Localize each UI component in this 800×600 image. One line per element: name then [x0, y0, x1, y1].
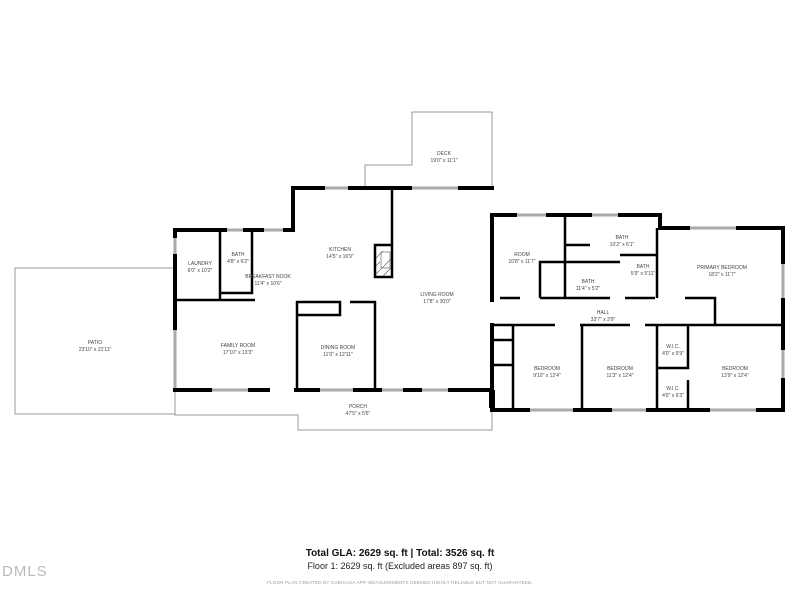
room-dim-primary-bedroom: 18'2" x 11'7" — [708, 272, 735, 278]
room-name-hall: HALL — [597, 310, 610, 316]
room-dim-breakfast-nook: 11'4" x 10'6" — [254, 281, 281, 287]
room-dim-wic-2: 4'0" x 6'3" — [662, 393, 684, 399]
room-dim-bath-3: 11'4" x 5'2" — [576, 286, 600, 292]
room-name-living-room: LIVING ROOM — [420, 292, 453, 298]
room-name-wic-1: W.I.C. — [666, 344, 680, 350]
floor-area: Floor 1: 2629 sq. ft (Excluded areas 897… — [307, 561, 493, 571]
disclaimer: FLOOR PLAN CREATED BY CUBICASA APP. MEAS… — [267, 580, 533, 585]
room-dim-living-room: 17'8" x 30'0" — [423, 299, 451, 305]
room-dim-bedroom-2: 11'3" x 12'4" — [606, 373, 633, 379]
room-name-deck: DECK — [437, 151, 452, 157]
room-dim-bath-4: 5'9" x 5'11" — [631, 271, 655, 277]
total-area: Total GLA: 2629 sq. ft | Total: 3526 sq.… — [305, 548, 495, 559]
room-name-bedroom-2: BEDROOM — [607, 366, 633, 372]
room-dim-kitchen: 14'5" x 16'9" — [326, 254, 354, 260]
room-name-bath-2: BATH — [616, 235, 629, 241]
room-name-bath-3: BATH — [582, 279, 595, 285]
windows — [173, 186, 785, 412]
room-dim-bedroom-1: 9'10" x 12'4" — [533, 373, 561, 379]
room-dim-family-room: 17'10" x 13'3" — [223, 350, 253, 356]
room-name-kitchen: KITCHEN — [329, 247, 351, 253]
room-dim-bath-2: 10'2" x 6'1" — [610, 242, 635, 248]
room-dim-wic-1: 4'0" x 5'9" — [662, 351, 684, 357]
room-dim-bedroom-3: 13'9" x 12'4" — [721, 373, 749, 379]
room-dim-porch: 47'5" x 5'6" — [346, 411, 371, 417]
walls — [173, 186, 785, 412]
mls-logo: DMLS — [2, 563, 48, 580]
room-dim-hall: 33'7" x 3'9" — [591, 317, 616, 323]
exterior-outlines — [14, 111, 493, 431]
room-name-dining-room: DINING ROOM — [321, 345, 355, 351]
room-name-breakfast-nook: BREAKFAST NOOK — [245, 274, 291, 280]
room-dim-room: 10'8" x 11'7" — [508, 259, 535, 265]
room-dim-patio: 23'10" x 21'11" — [79, 347, 112, 353]
room-name-wic-2: W.I.C. — [666, 386, 680, 392]
room-name-primary-bedroom: PRIMARY BEDROOM — [697, 265, 747, 271]
room-name-bedroom-1: BEDROOM — [534, 366, 560, 372]
room-name-patio: PATIO — [88, 340, 102, 346]
room-name-room: ROOM — [514, 252, 530, 258]
room-name-bedroom-3: BEDROOM — [722, 366, 748, 372]
room-labels: DECK 19'0" x 11'1" KITCHEN 14'5" x 16'9"… — [79, 151, 749, 417]
room-name-laundry: LAUNDRY — [188, 261, 212, 267]
room-dim-dining-room: 11'0" x 12'11" — [323, 352, 353, 358]
room-dim-laundry: 6'0" x 10'2" — [188, 268, 213, 274]
room-name-porch: PORCH — [349, 404, 367, 410]
room-name-bath-4: BATH — [637, 264, 650, 270]
room-name-family-room: FAMILY ROOM — [221, 343, 255, 349]
room-dim-bath: 4'8" x 6'2" — [227, 259, 249, 265]
room-name-bath: BATH — [232, 252, 245, 258]
fireplace — [373, 243, 394, 279]
room-dim-deck: 19'0" x 11'1" — [430, 158, 457, 164]
